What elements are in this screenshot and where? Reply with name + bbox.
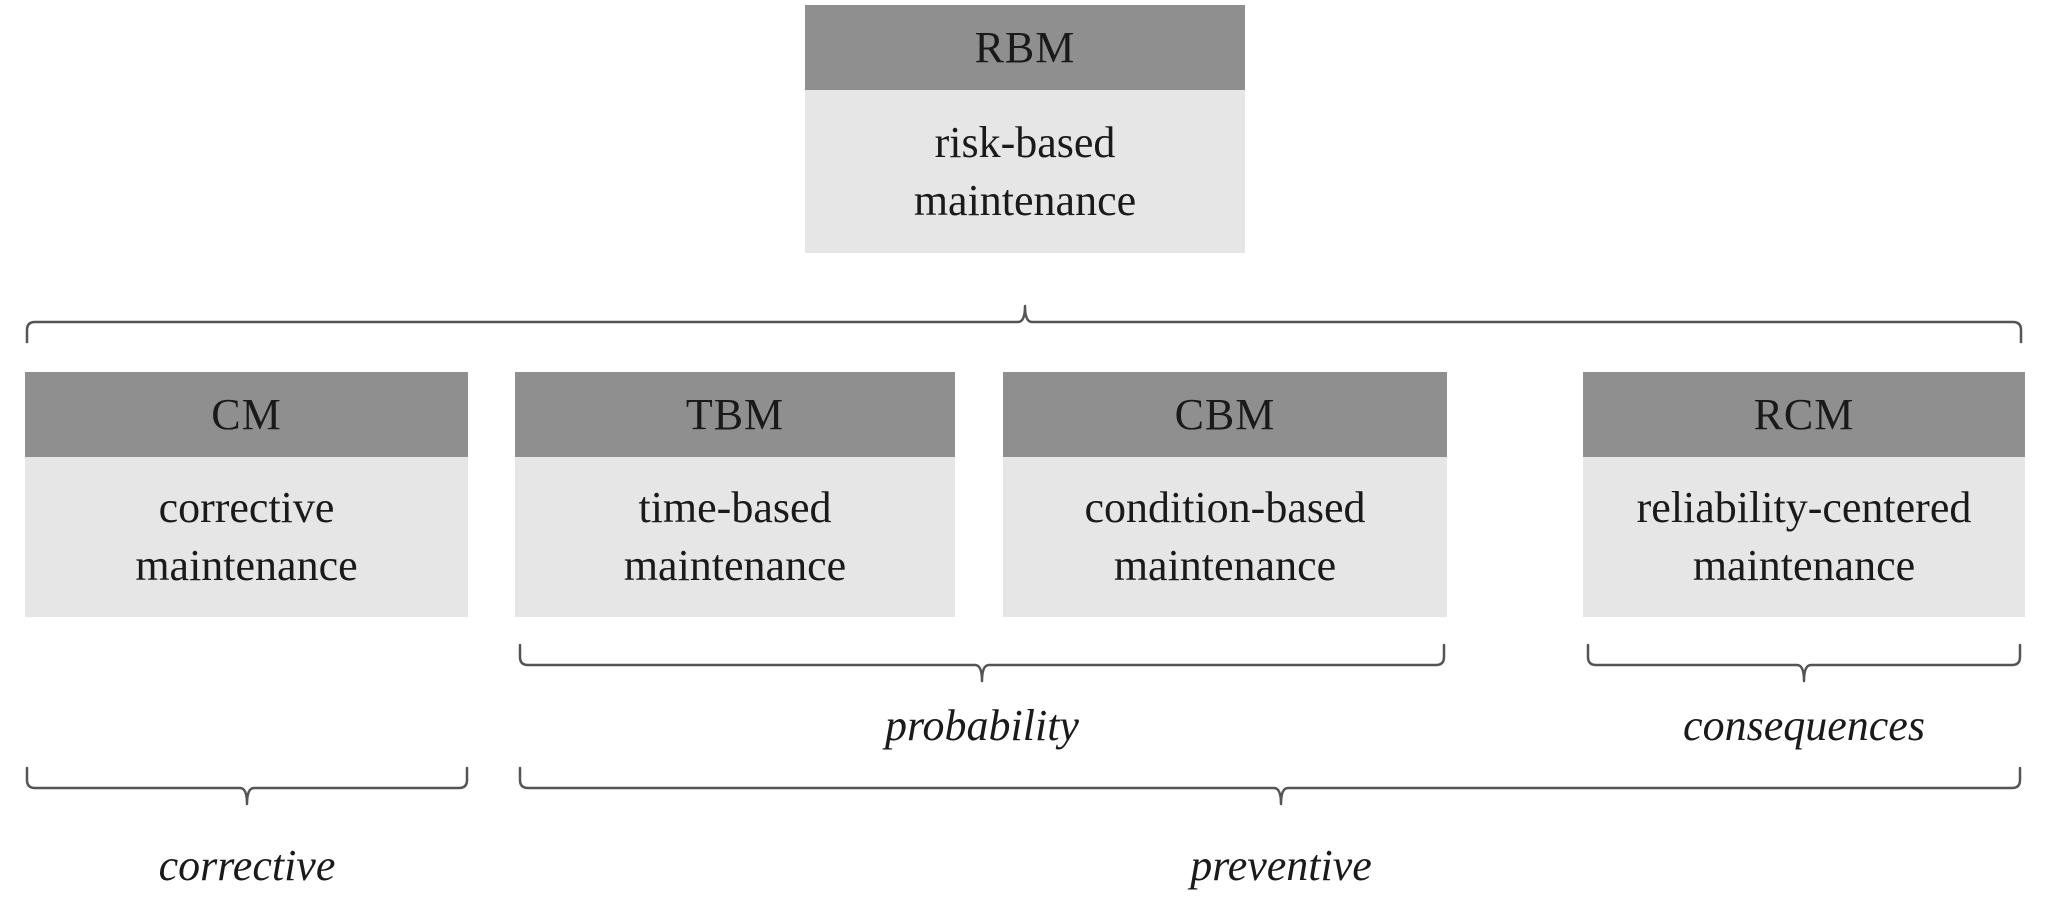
rbm-line2: maintenance [913,175,1137,225]
rcm-header: RCM [1583,372,2025,457]
tbm-box: TBM time-based maintenance [515,372,955,617]
cbm-header: CBM [1003,372,1447,457]
cm-line2: maintenance [135,541,358,590]
cbm-line2: maintenance [1113,541,1337,590]
probability-label: probability [885,701,1079,750]
rbm-abbr: RBM [974,23,1076,72]
tbm-body: time-based maintenance [515,457,955,617]
cbm-body: condition-based maintenance [1003,457,1447,617]
preventive-label: preventive [1190,841,1372,890]
cm-box: CM corrective maintenance [25,372,468,617]
corrective-bracket [25,766,469,806]
cbm-abbr: CBM [1174,390,1276,439]
rcm-line1: reliability-centered [1636,483,1972,532]
cm-line1: corrective [158,483,335,532]
rcm-abbr: RCM [1753,390,1855,439]
cm-abbr: CM [211,390,282,439]
cm-body: corrective maintenance [25,457,468,617]
tbm-header: TBM [515,372,955,457]
rbm-box: RBM risk-based maintenance [805,5,1245,253]
cbm-line1: condition-based [1084,483,1366,532]
consequences-label: consequences [1683,701,1925,750]
probability-bracket [518,643,1446,683]
cm-header: CM [25,372,468,457]
rcm-box: RCM reliability-centered maintenance [1583,372,2025,617]
consequences-bracket [1586,643,2022,683]
rbm-line1: risk-based [934,117,1116,167]
rbm-header: RBM [805,5,1245,90]
rcm-line2: maintenance [1692,541,1916,590]
tbm-line1: time-based [638,483,832,532]
rbm-bracket [25,304,2023,344]
cbm-box: CBM condition-based maintenance [1003,372,1447,617]
tbm-abbr: TBM [685,390,785,439]
tbm-line2: maintenance [623,541,847,590]
corrective-label: corrective [158,841,336,890]
rcm-body: reliability-centered maintenance [1583,457,2025,617]
preventive-bracket [518,766,2022,806]
rbm-body: risk-based maintenance [805,90,1245,253]
